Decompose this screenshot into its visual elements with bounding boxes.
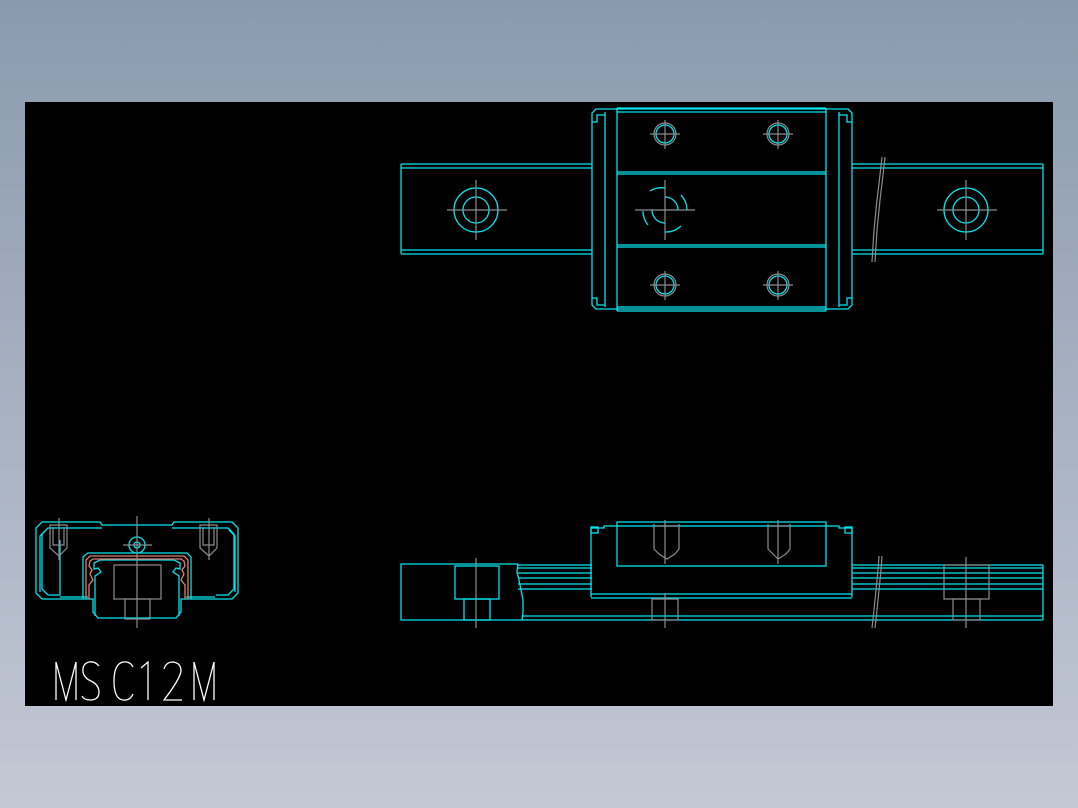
drawing-title: MSC12M bbox=[52, 650, 56, 651]
mounting-hole bbox=[763, 120, 793, 149]
grease-nipple-symbol bbox=[635, 180, 695, 240]
cad-drawing bbox=[35, 107, 1044, 703]
rail-left-segment bbox=[400, 163, 592, 255]
mounting-hole bbox=[763, 271, 793, 300]
cad-canvas[interactable]: MSC12M bbox=[25, 102, 1053, 706]
side-view bbox=[400, 520, 1044, 629]
end-section-view bbox=[35, 516, 239, 628]
rail-right-segment bbox=[852, 156, 1044, 263]
mounting-hole bbox=[650, 120, 680, 149]
mounting-hole bbox=[650, 271, 680, 300]
top-view bbox=[400, 107, 1044, 312]
carriage-top bbox=[591, 107, 853, 312]
title-text-strokes bbox=[55, 660, 215, 703]
